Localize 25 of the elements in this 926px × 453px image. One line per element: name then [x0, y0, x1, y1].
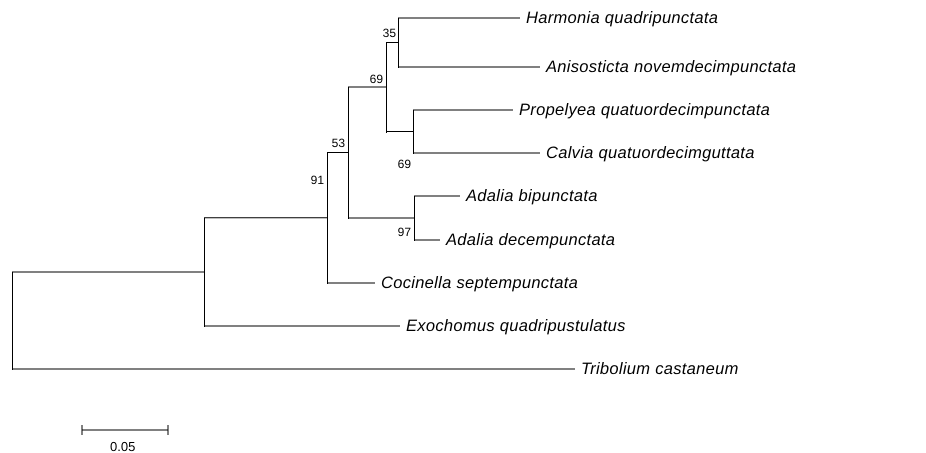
bootstrap-value: 69 [398, 157, 411, 171]
tree-branch [412, 152, 540, 154]
taxon-label: Calvia quatuordecimguttata [540, 143, 755, 163]
taxon-label: Adalia decempunctata [440, 230, 616, 250]
tree-branch [326, 282, 376, 284]
taxon-label: Anisosticta novemdecimpunctata [540, 57, 796, 77]
tree-branch [326, 152, 348, 153]
bootstrap-value: 69 [370, 72, 383, 86]
tree-branch [386, 131, 414, 132]
bootstrap-value: 53 [332, 136, 345, 150]
bootstrap-value: 91 [310, 173, 324, 187]
tree-branch [398, 66, 540, 68]
bootstrap-value: 97 [398, 225, 411, 239]
taxon-label: Exochomus quadripustulatus [400, 316, 626, 336]
tree-branch [348, 86, 386, 88]
bootstrap-value: 35 [382, 26, 396, 40]
taxon-label: Propelyea quatuordecimpunctata [513, 100, 770, 120]
taxon-label: Tribolium castaneum [575, 359, 739, 379]
taxon-label: Harmonia quadripunctata [520, 8, 718, 28]
scale-label: 0.05 [110, 439, 136, 453]
tree-branch [386, 42, 398, 43]
tree-branch [12, 368, 576, 370]
taxon-label: Cocinella septempunctata [375, 273, 578, 293]
tree-branch [204, 217, 328, 218]
taxon-label: Adalia bipunctata [460, 186, 598, 206]
